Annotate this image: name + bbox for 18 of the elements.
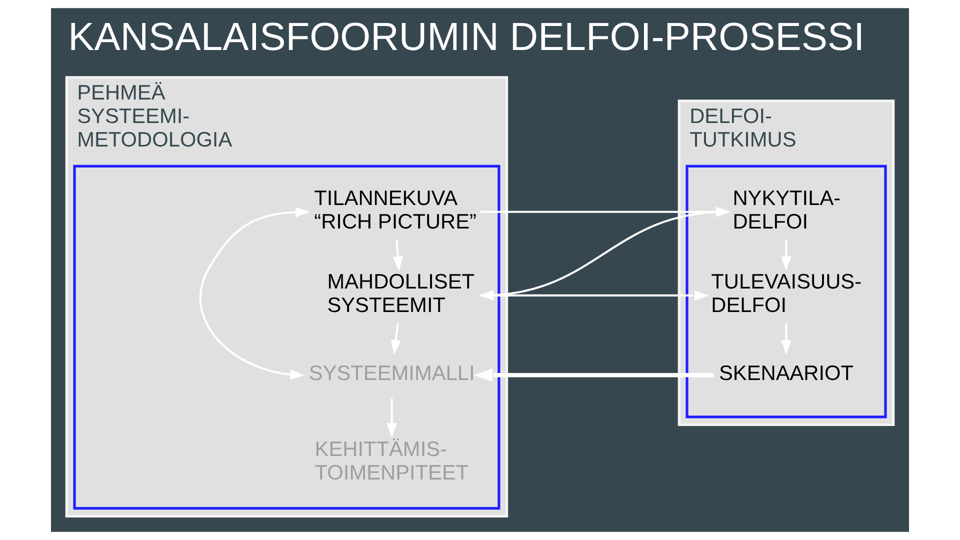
arrow: [386, 398, 397, 438]
cluster: [73, 164, 500, 510]
arrow: [392, 240, 404, 272]
arrow: [480, 290, 710, 301]
arrow: [781, 240, 792, 272]
node-text: TILANNEKUVA “RICH PICTURE”: [314, 187, 477, 234]
node-text: TULEVAISUUS- DELFOI: [711, 270, 862, 318]
arrow: [200, 206, 310, 380]
node-text: NYKYTILA- DELFOI: [732, 187, 841, 234]
node-text: SYSTEEMIMALLI: [308, 362, 475, 386]
node-text: KEHITTÄMIS- TOIMENPITEET: [314, 438, 469, 484]
arrow: [474, 368, 714, 382]
arrow: [390, 323, 401, 355]
diagram-title: KANSALAISFOORUMIN DELFOI-PROSESSI: [68, 16, 864, 59]
cluster: [686, 164, 887, 418]
arrow: [781, 323, 792, 355]
node-text: SKENAARIOT: [718, 362, 854, 386]
node-text: MAHDOLLISET SYSTEEMIT: [327, 270, 475, 318]
